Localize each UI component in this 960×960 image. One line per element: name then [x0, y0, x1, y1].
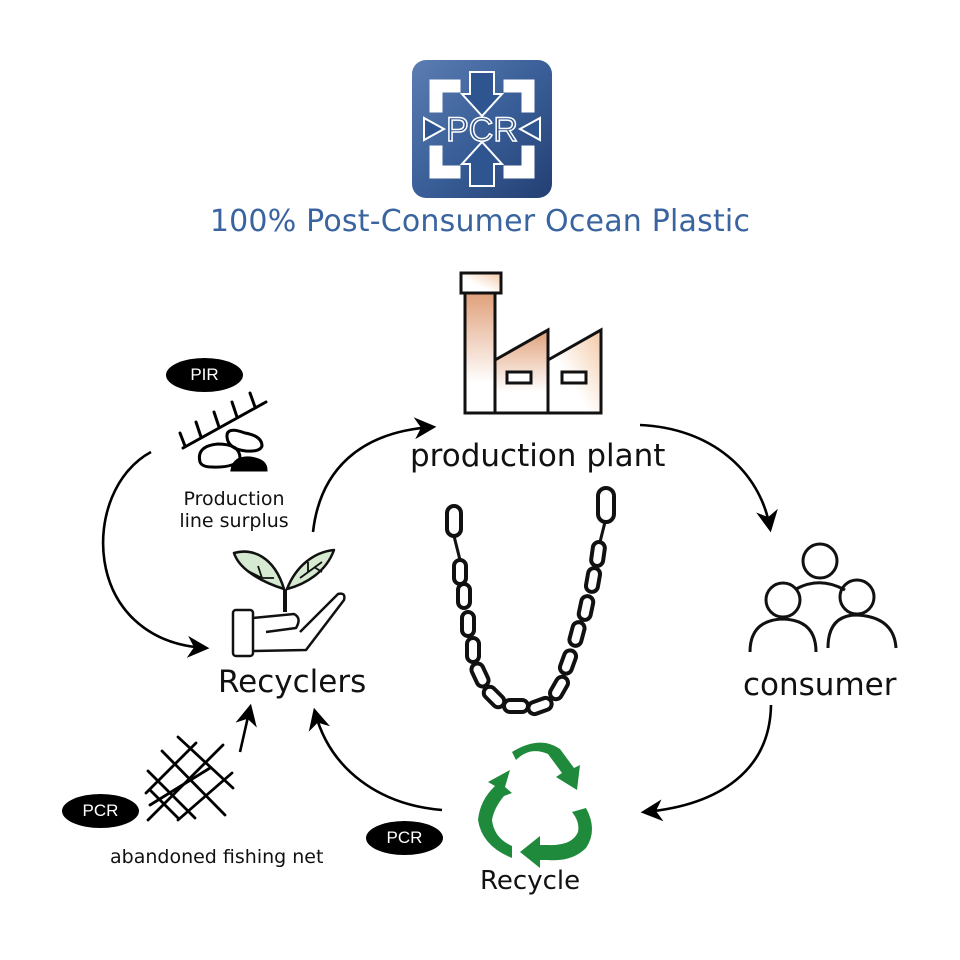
arrow-plant-to-consumer [639, 423, 778, 533]
hand-with-plant-icon [231, 548, 346, 658]
people-group-icon [748, 542, 898, 653]
pcr-badge-recycle: PCR [366, 821, 443, 855]
production-line-surplus-label: Production line surplus [170, 488, 298, 532]
production-line-surplus-line2: line surplus [179, 510, 289, 532]
arrow-recyclers-to-plant [311, 417, 437, 533]
chain-icon [445, 486, 616, 717]
pcr-logo: PCR [412, 60, 552, 198]
logo-background [412, 60, 552, 198]
pcr-badge-fishing-net: PCR [62, 794, 139, 828]
production-line-surplus-line1: Production [183, 488, 285, 510]
logo-arrows-icon [423, 71, 541, 187]
arrow-recycle-to-recyclers [308, 707, 443, 812]
arrow-net-to-recyclers [235, 703, 257, 753]
page-title: 100% Post-Consumer Ocean Plastic [209, 204, 751, 239]
surplus-pellets-icon [178, 391, 268, 472]
arrow-consumer-to-recycle [640, 704, 773, 822]
recycle-icon [478, 742, 592, 868]
abandoned-fishing-net-label: abandoned fishing net [110, 846, 324, 868]
arrow-surplus-to-recyclers [101, 450, 210, 658]
logo-text: PCR [446, 111, 518, 149]
production-plant-label: production plant [410, 438, 666, 474]
fishing-net-icon [144, 735, 235, 822]
factory-icon [459, 271, 603, 415]
recycle-label: Recycle [480, 866, 581, 896]
pir-badge: PIR [166, 358, 243, 392]
consumer-label: consumer [743, 667, 897, 703]
recyclers-label: Recyclers [218, 664, 367, 700]
flow-arrows [101, 417, 778, 822]
